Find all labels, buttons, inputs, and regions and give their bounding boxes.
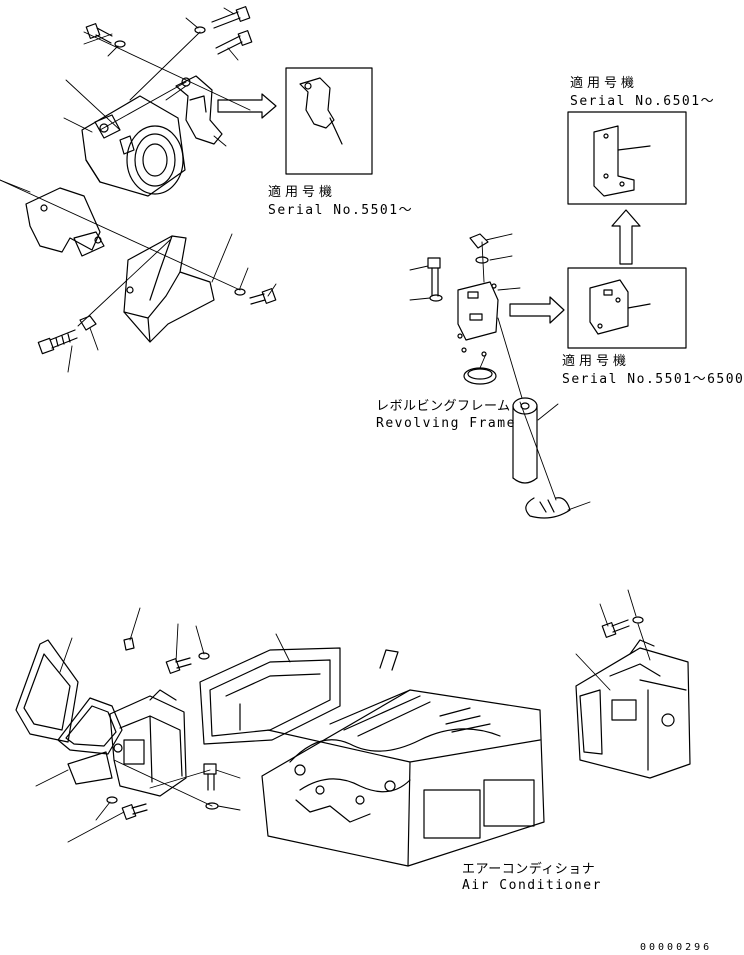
main-unit [261, 649, 545, 867]
inlet-duct [15, 639, 79, 743]
mount-base-bracket [123, 235, 215, 343]
air-conditioner-label-jp: エアーコンディショナ [462, 862, 596, 877]
revolving-frame-label-en: Revolving Frame [376, 416, 516, 431]
bolt-top-left [85, 23, 113, 44]
compressor-mount-bracket [25, 187, 105, 257]
bracket-detail-upper-box [567, 111, 687, 205]
ac-bolt-lower [203, 763, 217, 791]
hose-clamp [525, 497, 571, 519]
leader-lines [0, 7, 277, 373]
revolving-frame-label-jp: レボルビングフレーム [376, 399, 511, 414]
ac-washer-side [632, 616, 644, 624]
receiver-nut [469, 233, 489, 249]
air-conditioner-label-en: Air Conditioner [462, 878, 602, 893]
bolt-left-base [37, 329, 78, 355]
lower-duct-piece [67, 751, 113, 785]
blower-unit [109, 689, 187, 797]
ac-bolt-upper [165, 657, 192, 674]
ac-small-clip [123, 637, 135, 651]
receiver-nut-washer [475, 256, 489, 264]
bolt-top-right [211, 6, 251, 29]
arrow-to-compressor-detail [217, 93, 277, 119]
ac-leader-lines [35, 589, 651, 843]
bracket-upper-serial-label: Serial No.6501～ [570, 94, 716, 109]
receiver-bracket [457, 281, 499, 341]
receiver-washer [429, 294, 443, 302]
receiver-drier [512, 397, 538, 484]
assembly-lines [0, 31, 251, 327]
connecting-duct [199, 647, 341, 745]
ac-bolt-side [601, 619, 630, 638]
compressor-detail-box [285, 67, 373, 175]
drawing-number: 00000296 [640, 942, 713, 953]
arrow-up-to-upper-bracket [611, 209, 641, 265]
washer-right-base [234, 288, 246, 296]
receiver-lines [409, 233, 591, 511]
ac-bolt-bottom [121, 803, 148, 820]
bolt-top-mid [215, 30, 253, 55]
ac-washer-bottom [106, 796, 118, 804]
intake-adapter-duct [57, 697, 123, 755]
nut-left-base [79, 315, 97, 331]
bolt-right-base [249, 288, 277, 305]
washer-top-right [194, 26, 206, 34]
bracket-upper-applicability-label: 適用号機 [570, 76, 639, 91]
compressor-detail-serial-label: Serial No.5501～ [268, 203, 414, 218]
bracket-detail-lower-box [567, 267, 687, 349]
receiver-bolt [427, 257, 441, 297]
washer-top-left [114, 40, 126, 48]
arrow-to-bracket-detail [509, 296, 565, 324]
side-unit [575, 639, 691, 779]
bracket-lower-applicability-label: 適用号機 [562, 354, 631, 369]
compressor-detail-applicability-label: 適用号機 [268, 185, 337, 200]
bracket-lower-serial-label: Serial No.5501～6500 [562, 372, 744, 387]
receiver-holder-ring [461, 347, 497, 385]
